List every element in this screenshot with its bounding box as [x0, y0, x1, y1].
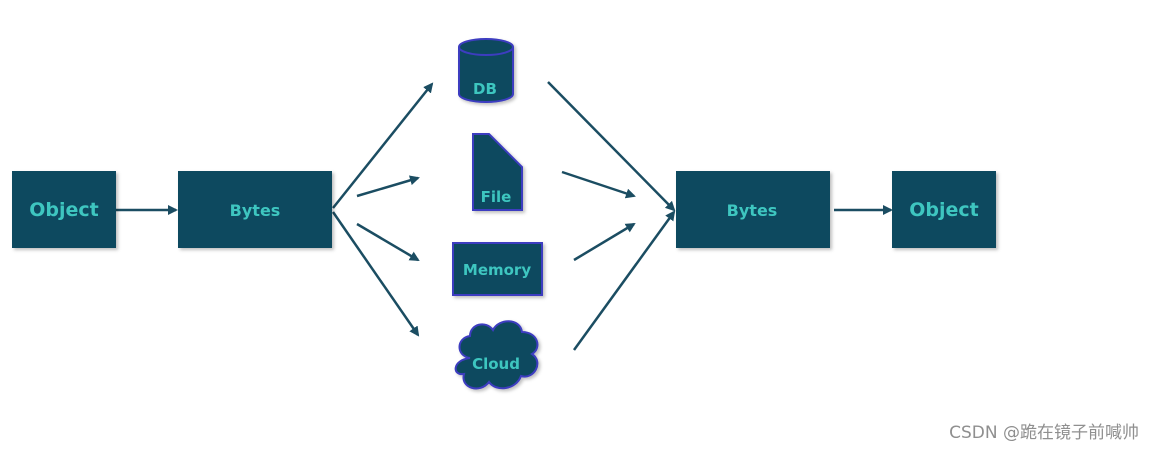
bytes-left-node: Bytes — [178, 171, 332, 248]
arrow-bytes-to-db — [332, 82, 434, 209]
file-node: File — [472, 133, 523, 211]
memory-label: Memory — [463, 261, 531, 279]
object-right-node: Object — [892, 171, 996, 248]
watermark-text: CSDN @跪在镜子前喊帅 — [949, 423, 1139, 443]
cloud-icon — [454, 320, 539, 390]
memory-node: Memory — [452, 242, 543, 296]
arrow-bytes-to-file — [356, 175, 420, 198]
arrow-memory-to-bytes — [573, 222, 636, 262]
connectors — [116, 81, 893, 351]
bytes-right-label: Bytes — [727, 201, 778, 220]
arrow-cloud-to-bytes — [572, 210, 676, 351]
bytes-left-label: Bytes — [230, 201, 281, 220]
cloud-node: Cloud — [454, 320, 539, 390]
arrow-bytes-to-memory — [356, 222, 420, 262]
file-label: File — [481, 188, 512, 206]
database-icon — [458, 47, 514, 103]
db-label: DB — [473, 80, 497, 98]
object-right-label: Object — [909, 199, 979, 221]
bytes-right-node: Bytes — [676, 171, 830, 248]
cloud-label: Cloud — [472, 355, 520, 373]
db-node: DB — [458, 38, 514, 103]
arrow-file-to-bytes — [561, 170, 636, 199]
arrow-db-to-bytes — [547, 81, 676, 212]
object-left-label: Object — [29, 199, 99, 221]
arrow-bytes-to-cloud — [331, 211, 420, 337]
object-left-node: Object — [12, 171, 116, 248]
file-icon — [472, 133, 523, 211]
